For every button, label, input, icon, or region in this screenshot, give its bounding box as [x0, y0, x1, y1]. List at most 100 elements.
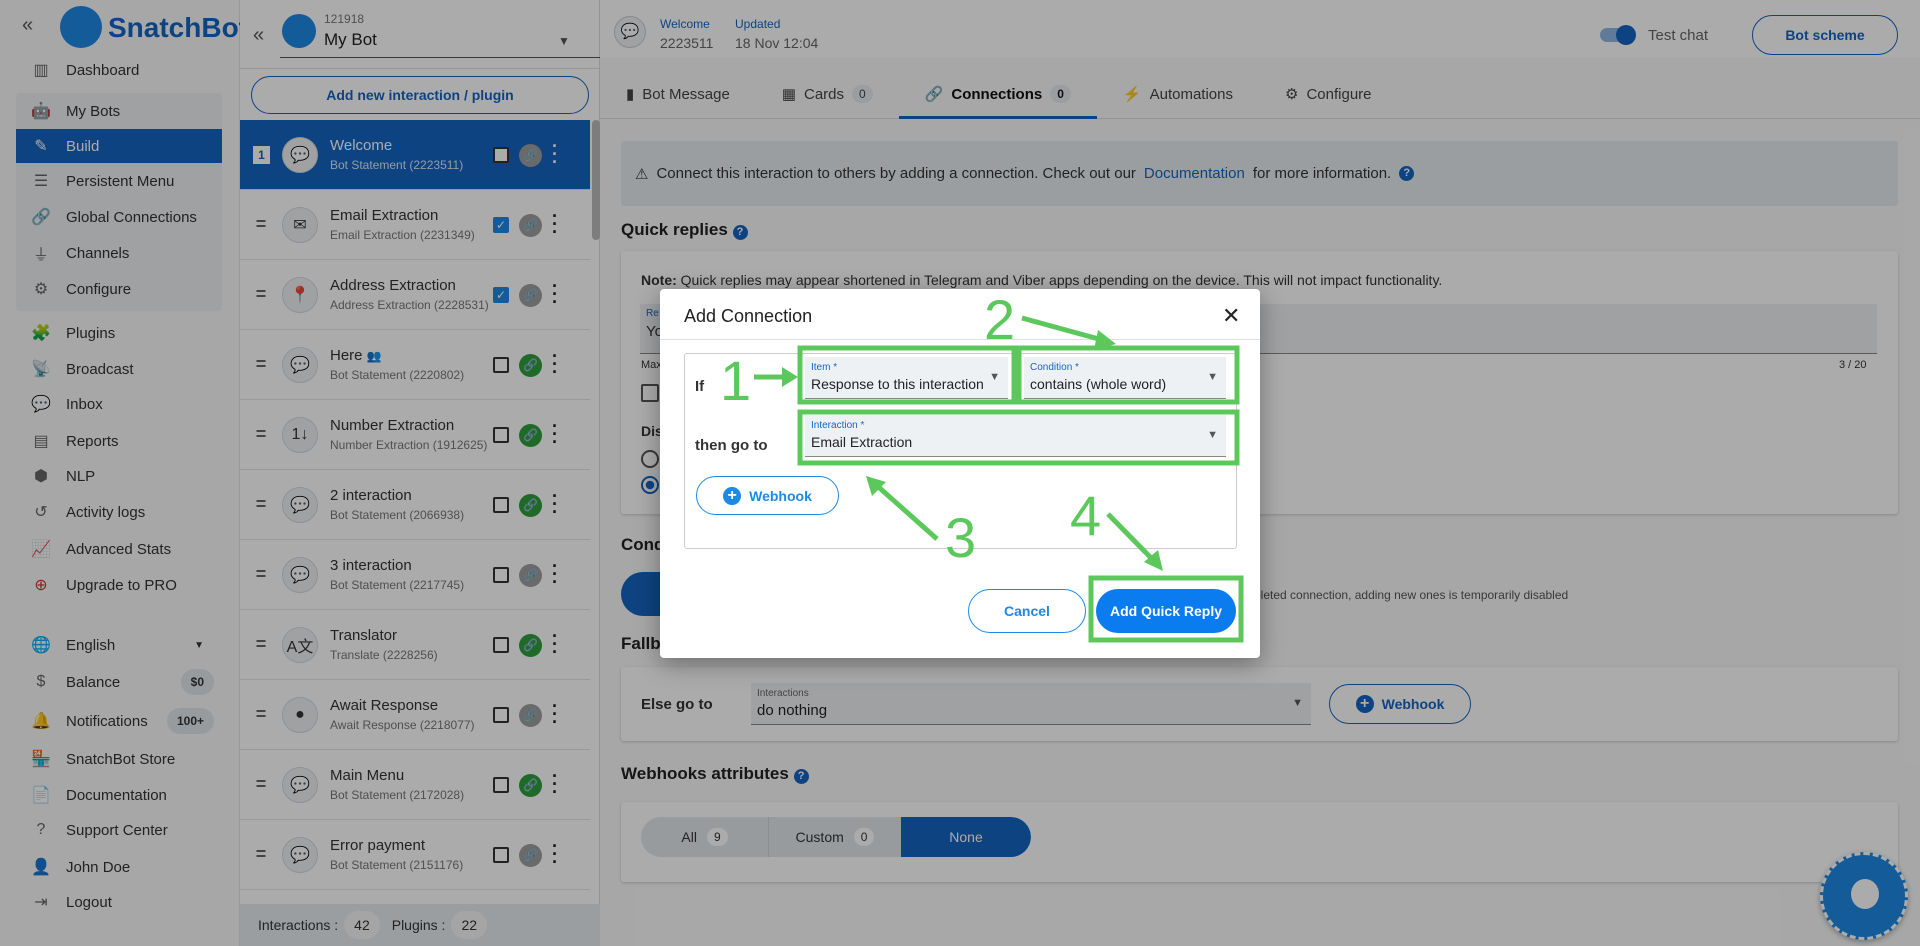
tab-automations[interactable]: ⚡Automations	[1097, 70, 1259, 118]
item-checkbox[interactable]	[493, 567, 509, 583]
interaction-list-item[interactable]: 1💬 Welcome Bot Statement (2223511) 🔗 ···	[240, 120, 590, 190]
link-icon[interactable]: 🔗	[519, 354, 542, 377]
item-checkbox[interactable]	[493, 847, 509, 863]
help-icon[interactable]: ?	[793, 769, 809, 784]
drag-handle-icon[interactable]: =	[255, 424, 267, 444]
sidebar-item-upgrade-to-pro[interactable]: ⊕Upgrade to PRO	[16, 568, 222, 602]
chevron-down-icon[interactable]: ▼	[558, 34, 570, 48]
item-checkbox[interactable]	[493, 707, 509, 723]
link-icon[interactable]: 🔗	[519, 704, 542, 727]
item-checkbox[interactable]	[493, 777, 509, 793]
drag-handle-icon[interactable]: =	[255, 494, 267, 514]
interaction-select[interactable]: Interaction *Email Extraction▼	[805, 415, 1226, 457]
interaction-list-item[interactable]: =📍 Address Extraction Address Extraction…	[240, 260, 590, 330]
collapse-sidebar-icon[interactable]: «	[22, 14, 34, 36]
webhook-button[interactable]: +Webhook	[696, 476, 839, 515]
link-icon[interactable]: 🔗	[519, 774, 542, 797]
item-checkbox[interactable]: ✓	[493, 217, 509, 233]
interaction-list-item[interactable]: =A文 Translator Translate (2228256) 🔗 ···	[240, 610, 590, 680]
drag-handle-icon[interactable]: =	[255, 704, 267, 724]
tab-configure[interactable]: ⚙Configure	[1259, 70, 1398, 118]
more-options-icon[interactable]: ···	[552, 556, 558, 592]
sidebar-item-build[interactable]: ✎Build	[16, 129, 222, 163]
quick-reply-checkbox[interactable]	[641, 384, 659, 402]
documentation-link[interactable]: Documentation	[1143, 165, 1245, 182]
help-icon[interactable]: ?	[1399, 166, 1415, 181]
sidebar-item-channels[interactable]: ⏚Channels	[16, 236, 222, 270]
sidebar-item-global-connections[interactable]: 🔗Global Connections	[16, 200, 222, 234]
sidebar-item-inbox[interactable]: 💬Inbox	[16, 387, 222, 421]
link-icon[interactable]: 🔗	[519, 634, 542, 657]
help-icon[interactable]: ?	[732, 225, 748, 240]
interaction-list-item[interactable]: =● Await Response Await Response (221807…	[240, 680, 590, 750]
sidebar-item-advanced-stats[interactable]: 📈Advanced Stats	[16, 532, 222, 566]
item-checkbox[interactable]	[493, 637, 509, 653]
sidebar-item-my-bots[interactable]: 🤖My Bots	[16, 94, 222, 128]
more-options-icon[interactable]: ···	[552, 136, 558, 172]
more-options-icon[interactable]: ···	[552, 696, 558, 732]
add-interaction-button[interactable]: Add new interaction / plugin	[251, 76, 589, 114]
drag-handle-icon[interactable]: =	[255, 564, 267, 584]
item-select[interactable]: Item *Response to this interaction▼	[805, 357, 1008, 399]
sidebar-item-broadcast[interactable]: 📡Broadcast	[16, 352, 222, 386]
bot-scheme-button[interactable]: Bot scheme	[1752, 15, 1898, 55]
more-options-icon[interactable]: ···	[552, 836, 558, 872]
sidebar-item-plugins[interactable]: 🧩Plugins	[16, 316, 222, 350]
link-icon[interactable]: 🔗	[519, 144, 542, 167]
link-icon[interactable]: 🔗	[519, 494, 542, 517]
link-icon[interactable]: 🔗	[519, 284, 542, 307]
sidebar-item-nlp[interactable]: ⬢NLP	[16, 459, 222, 493]
interaction-list-item[interactable]: =💬 3 interaction Bot Statement (2217745)…	[240, 540, 590, 610]
more-options-icon[interactable]: ···	[552, 486, 558, 522]
interaction-list-item[interactable]: =1↓ Number Extraction Number Extraction …	[240, 400, 590, 470]
close-icon[interactable]: ✕	[1222, 303, 1241, 328]
add-quick-reply-button[interactable]: Add Quick Reply	[1096, 589, 1236, 633]
sidebar-item-support-center[interactable]: ?Support Center	[16, 813, 222, 847]
cancel-button[interactable]: Cancel	[968, 589, 1086, 633]
item-checkbox[interactable]	[493, 497, 509, 513]
sidebar-item-activity-logs[interactable]: ↺Activity logs	[16, 495, 222, 529]
more-options-icon[interactable]: ···	[552, 206, 558, 242]
condition-select[interactable]: Condition *contains (whole word)▼	[1024, 357, 1226, 399]
interaction-list-item[interactable]: =💬 Here 👥 Bot Statement (2220802) 🔗 ···	[240, 330, 590, 400]
link-icon[interactable]: 🔗	[519, 214, 542, 237]
sidebar-item-persistent-menu[interactable]: ☰Persistent Menu	[16, 164, 222, 198]
sidebar-item-english[interactable]: 🌐English▼	[16, 628, 222, 662]
segment-none[interactable]: None	[901, 817, 1031, 857]
more-options-icon[interactable]: ···	[552, 346, 558, 382]
link-icon[interactable]: 🔗	[519, 564, 542, 587]
sidebar-item-configure[interactable]: ⚙Configure	[16, 272, 222, 306]
drag-handle-icon[interactable]: =	[255, 354, 267, 374]
interaction-list-item[interactable]: =💬 2 interaction Bot Statement (2066938)…	[240, 470, 590, 540]
more-options-icon[interactable]: ···	[552, 416, 558, 452]
display-radio-1[interactable]	[641, 450, 659, 468]
drag-handle-icon[interactable]: =	[255, 634, 267, 654]
drag-handle-icon[interactable]: =	[255, 284, 267, 304]
drag-handle-icon[interactable]: =	[255, 214, 267, 234]
drag-handle-icon[interactable]: =	[255, 774, 267, 794]
test-chat-toggle[interactable]	[1600, 25, 1636, 45]
fallback-webhook-button[interactable]: +Webhook	[1329, 684, 1471, 724]
list-scrollbar[interactable]	[592, 120, 600, 240]
display-radio-2[interactable]	[641, 476, 659, 494]
sidebar-item-documentation[interactable]: 📄Documentation	[16, 778, 222, 812]
interaction-list-item[interactable]: =💬 Main Menu Bot Statement (2172028) 🔗 ·…	[240, 750, 590, 820]
link-icon[interactable]: 🔗	[519, 424, 542, 447]
sidebar-item-snatchbot-store[interactable]: 🏪SnatchBot Store	[16, 742, 222, 776]
sidebar-item-logout[interactable]: ⇥Logout	[16, 885, 222, 919]
collapse-list-icon[interactable]: «	[253, 24, 265, 46]
sidebar-item-balance[interactable]: $Balance$0	[16, 665, 222, 699]
interaction-list-item[interactable]: =✉ Email Extraction Email Extraction (22…	[240, 190, 590, 260]
link-icon[interactable]: 🔗	[519, 844, 542, 867]
tab-bot-message[interactable]: ▮Bot Message	[600, 70, 756, 118]
more-options-icon[interactable]: ···	[552, 276, 558, 312]
item-checkbox[interactable]	[493, 357, 509, 373]
item-checkbox[interactable]	[493, 147, 509, 163]
sidebar-item-reports[interactable]: ▤Reports	[16, 424, 222, 458]
more-options-icon[interactable]: ···	[552, 626, 558, 662]
interaction-list-item[interactable]: =💬 Error payment Bot Statement (2151176)…	[240, 820, 590, 890]
sidebar-item-john-doe[interactable]: 👤John Doe	[16, 850, 222, 884]
